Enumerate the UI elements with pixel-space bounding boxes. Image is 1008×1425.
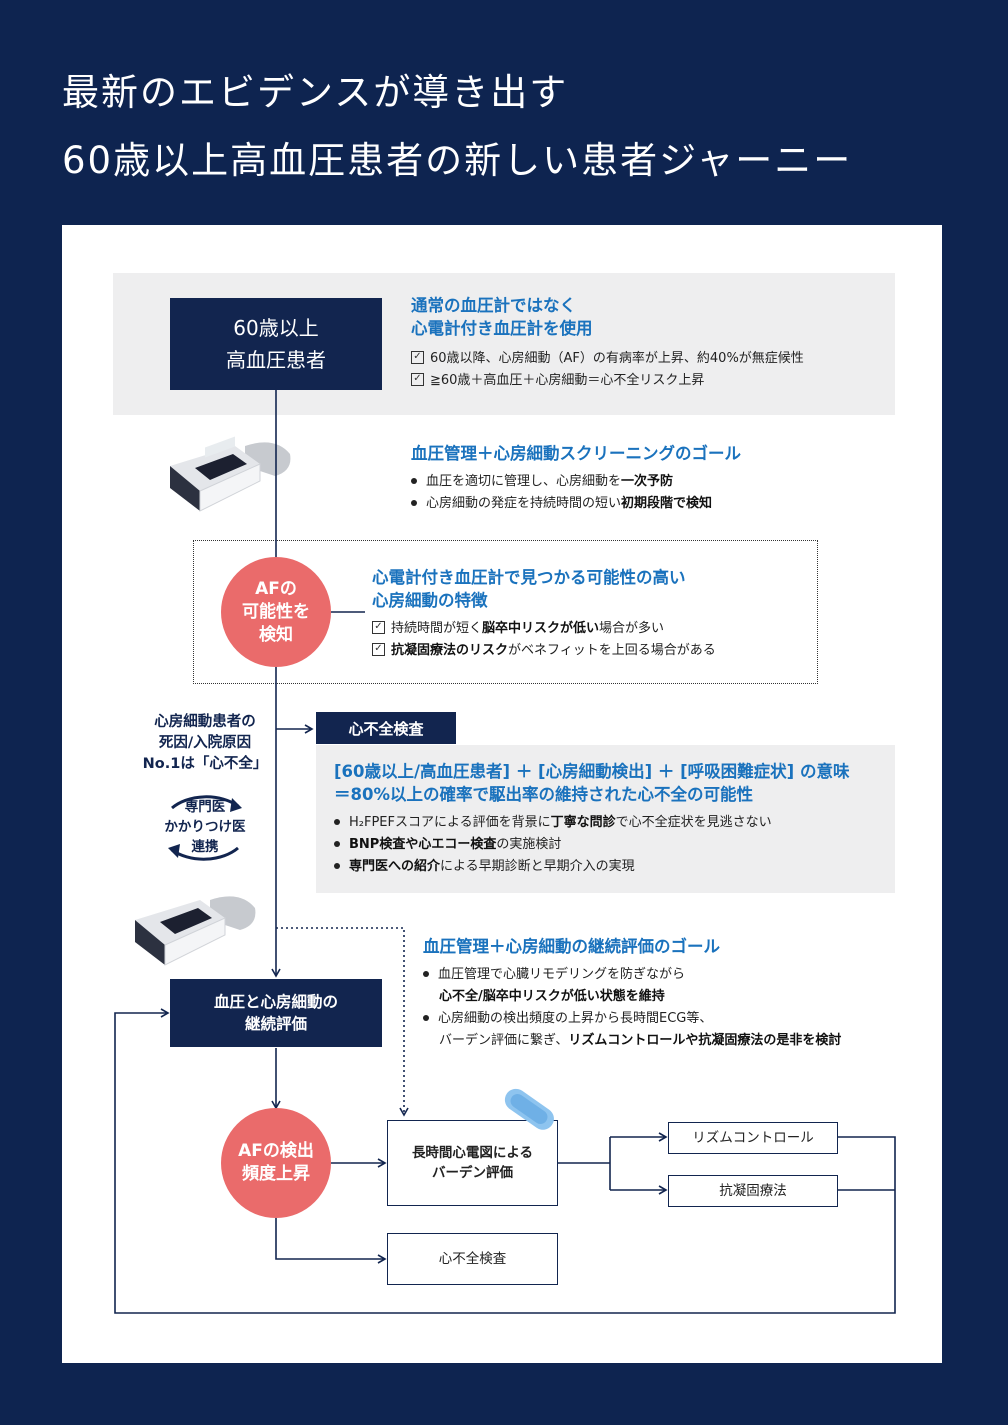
hf-cause-note: 心房細動患者の 死因/入院原因 No.1は「心不全」 — [140, 712, 270, 775]
hf-cause-line-2: 死因/入院原因 — [158, 735, 252, 751]
title-line-2: 60歳以上高血圧患者の新しい患者ジャーニー — [62, 139, 853, 182]
continuous-eval-box: 血圧と心房細動の 継続評価 — [170, 979, 382, 1047]
hf-cause-line-1: 心房細動患者の — [154, 714, 256, 730]
screening-bullet-1-pre: 血圧を適切に管理し、心房細動を — [426, 474, 622, 489]
hf-bullet-3-bold: 専門医への紹介 — [349, 859, 441, 874]
bp-monitor-image — [130, 890, 260, 974]
intro-heading-1: 通常の血圧計ではなく — [411, 296, 576, 315]
collab-line-1: 専門医 — [184, 799, 226, 815]
hf-exam-box: 心不全検査 — [387, 1233, 558, 1285]
bullet-icon — [411, 477, 417, 484]
af-detection-section — [193, 540, 818, 684]
hf-bullet-1-post: で心不全症状を見逃さない — [615, 815, 772, 830]
continuous-bullet-2-line-2-pre: バーデン評価に繋ぎ、 — [439, 1033, 569, 1048]
hf-exam-tag: 心不全検査 — [316, 712, 456, 744]
bullet-icon — [423, 1014, 429, 1021]
checkbox-icon: ✓ — [411, 373, 424, 386]
hf-exam-section — [316, 745, 895, 893]
holter-line-1: 長時間心電図による — [411, 1145, 534, 1161]
intro-check-2: ≧60歳＋高血圧＋心房細動＝心不全リスク上昇 — [430, 373, 705, 388]
bullet-icon — [411, 499, 417, 506]
holter-burden-box: 長時間心電図による バーデン評価 — [387, 1120, 558, 1206]
continuous-bullet-2-line-2-bold: リズムコントロールや抗凝固療法の是非を検討 — [568, 1033, 842, 1048]
patient-box: 60歳以上 高血圧患者 — [170, 298, 382, 390]
hf-exam-heading-1: [60歳以上/高血圧患者] ＋ [心房細動検出] ＋ [呼吸困難症状] の意味 — [334, 762, 850, 781]
collab-line-3: 連携 — [191, 839, 219, 855]
hf-bullet-2-bold: BNP検査や心エコー検査 — [349, 837, 497, 852]
af-features-heading-1: 心電計付き血圧計で見つかる可能性の高い — [372, 568, 686, 587]
continuous-bullet-1-line-2: 心不全/脳卒中リスクが低い状態を維持 — [439, 989, 665, 1004]
af-detect-circle: AFの 可能性を 検知 — [221, 557, 331, 667]
continuous-goal-heading: 血圧管理＋心房細動の継続評価のゴール — [423, 937, 720, 956]
patient-box-line-1: 60歳以上 — [233, 316, 319, 340]
continuous-eval-goal: 血圧管理＋心房細動の継続評価のゴール 血圧管理で心臓リモデリングを防ぎながら 心… — [423, 935, 841, 1052]
rhythm-control-box: リズムコントロール — [668, 1122, 838, 1154]
holter-line-2: バーデン評価 — [432, 1165, 513, 1181]
af-check-2-bold: 抗凝固療法のリスク — [391, 643, 509, 658]
collab-line-2: かかりつけ医 — [164, 819, 246, 835]
cycle-arrows-icon — [168, 795, 242, 861]
eval-box-line-1: 血圧と心房細動の — [213, 993, 338, 1011]
bullet-icon — [334, 862, 340, 869]
intro-check-1: 60歳以降、心房細動（AF）の有病率が上昇、約40%が無症候性 — [430, 351, 804, 366]
af-circle-line-2: 可能性を — [242, 601, 310, 622]
hf-cause-line-3: No.1は「心不全」 — [142, 756, 268, 772]
patient-box-line-2: 高血圧患者 — [226, 348, 326, 372]
af-circle-line-3: 検知 — [259, 624, 293, 645]
title-line-1: 最新のエビデンスが導き出す — [62, 71, 569, 114]
bullet-icon — [334, 818, 340, 825]
screening-bullet-1-bold: 一次予防 — [621, 474, 674, 489]
bullet-icon — [334, 840, 340, 847]
continuous-bullet-2-line-1: 心房細動の検出頻度の上昇から長時間ECG等、 — [438, 1011, 713, 1026]
af-check-2-post: がベネフィットを上回る場合がある — [508, 643, 716, 658]
intro-text: 通常の血圧計ではなく 心電計付き血圧計を使用 ✓ 60歳以降、心房細動（AF）の有… — [411, 294, 804, 392]
af-check-1-bold: 脳卒中リスクが低い — [482, 621, 600, 636]
screening-bullet-2-pre: 心房細動の発症を持続時間の短い — [426, 496, 622, 511]
hf-bullet-1-bold: 丁寧な問診 — [550, 815, 616, 830]
af-features: 心電計付き血圧計で見つかる可能性の高い 心房細動の特徴 ✓ 持続時間が短く脳卒中リ… — [372, 566, 716, 662]
af-freq-line-2: 頻度上昇 — [242, 1164, 310, 1184]
eval-box-line-2: 継続評価 — [244, 1015, 307, 1033]
hf-bullet-1-pre: H₂FPEFスコアによる評価を背景に — [349, 815, 551, 830]
ecg-patch-image — [494, 1080, 564, 1144]
af-freq-line-1: AFの検出 — [238, 1141, 314, 1161]
checkbox-icon: ✓ — [411, 351, 424, 364]
af-circle-line-1: AFの — [255, 578, 297, 599]
bullet-icon — [423, 970, 429, 977]
af-features-heading-2: 心房細動の特徴 — [372, 591, 488, 610]
anticoagulation-box: 抗凝固療法 — [668, 1175, 838, 1207]
screening-goal-heading: 血圧管理＋心房細動スクリーニングのゴール — [411, 444, 741, 463]
af-frequency-circle: AFの検出 頻度上昇 — [221, 1108, 331, 1218]
screening-goal: 血圧管理＋心房細動スクリーニングのゴール 血圧を適切に管理し、心房細動を一次予防… — [411, 442, 741, 515]
af-check-1-post: 場合が多い — [599, 621, 665, 636]
continuous-bullet-1-line-1: 血圧管理で心臓リモデリングを防ぎながら — [438, 967, 686, 982]
intro-heading-2: 心電計付き血圧計を使用 — [411, 319, 593, 338]
checkbox-icon: ✓ — [372, 643, 385, 656]
hf-exam-text: [60歳以上/高血圧患者] ＋ [心房細動検出] ＋ [呼吸困難症状] の意味 … — [334, 760, 849, 878]
collaboration-cycle: 専門医 かかりつけ医 連携 — [150, 790, 260, 866]
hf-exam-heading-2: ＝80%以上の確率で駆出率の維持された心不全の可能性 — [334, 785, 753, 804]
hf-bullet-2-post: の実施検討 — [496, 837, 562, 852]
bp-monitor-image — [165, 436, 295, 520]
af-check-1-pre: 持続時間が短く — [391, 621, 483, 636]
hf-bullet-3-post: による早期診断と早期介入の実現 — [440, 859, 635, 874]
checkbox-icon: ✓ — [372, 621, 385, 634]
screening-bullet-2-bold: 初期段階で検知 — [621, 496, 713, 511]
